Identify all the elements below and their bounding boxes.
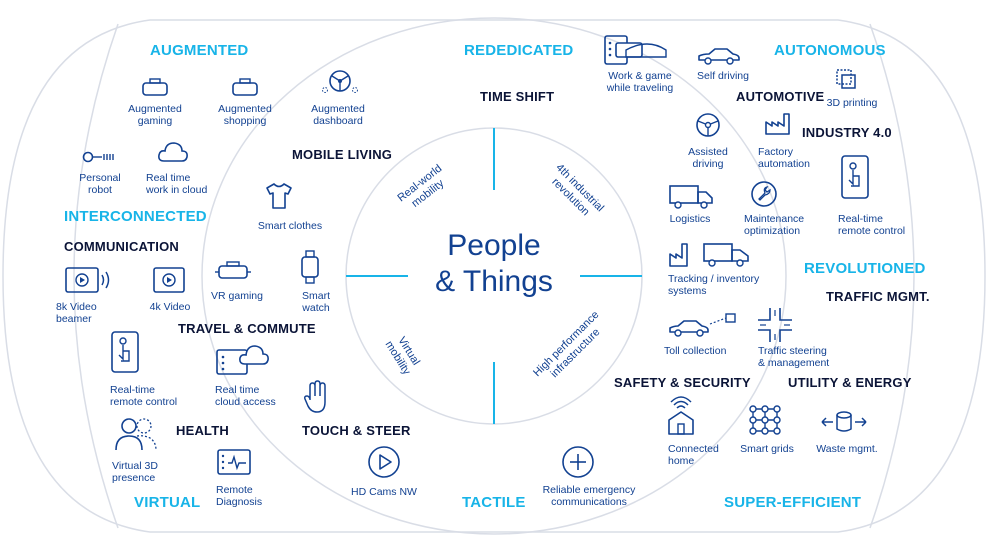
label-virtual-presence: Virtual 3D presence	[112, 460, 158, 485]
3d-printing-icon	[835, 68, 857, 90]
steering-wheel-icon	[695, 112, 721, 138]
label-8k-video: 8k Video beamer	[56, 301, 97, 326]
subcategory-automotive: AUTOMOTIVE	[736, 89, 825, 104]
subcategory-touch: TOUCH & STEER	[302, 423, 411, 438]
label-cloud-access: Real time cloud access	[215, 384, 276, 409]
subcategory-travel: TRAVEL & COMMUTE	[178, 321, 316, 336]
label-remote-control-right: Real-time remote control	[838, 213, 906, 238]
label-3d-printing: 3D printing	[826, 97, 878, 109]
label-remote-control-left: Real-time remote control	[110, 384, 178, 409]
label-self-driving: Self driving	[697, 70, 749, 82]
label-work-game: Work & game while traveling	[606, 70, 674, 95]
subcategory-mobile-living: MOBILE LIVING	[292, 147, 393, 162]
center-title-line1: People	[447, 229, 541, 262]
label-cloud-work: Real time work in cloud	[146, 172, 208, 197]
video-screen-icon	[152, 266, 186, 294]
hand-icon	[304, 380, 330, 414]
remote-control-icon	[110, 330, 140, 374]
smart-watch-icon	[300, 250, 320, 284]
crossroads-icon	[756, 306, 794, 344]
vr-headset-icon	[231, 78, 259, 98]
label-augmented-dashboard: Augmented dashboard	[311, 103, 365, 128]
subcategory-industry: INDUSTRY 4.0	[802, 125, 892, 140]
subcategory-utility: UTILITY & ENERGY	[788, 375, 912, 390]
category-revolutioned: REVOLUTIONED	[804, 260, 926, 277]
wrench-icon	[750, 180, 778, 208]
factory-icon	[764, 112, 792, 136]
video-beamer-icon	[64, 266, 114, 294]
cloud-icon	[157, 140, 189, 164]
center-title: People & Things	[410, 228, 578, 300]
waste-icon	[820, 410, 868, 434]
car-sensor-icon	[668, 312, 738, 338]
tablet-heartbeat-icon	[216, 448, 252, 476]
label-tracking: Tracking / inventory systems	[668, 273, 760, 298]
category-super-efficient: SUPER-EFFICIENT	[724, 494, 862, 511]
label-augmented-gaming: Augmented gaming	[128, 103, 182, 128]
connected-home-icon	[666, 392, 696, 436]
center-title-line2: & Things	[435, 265, 553, 298]
right-arc-outer	[869, 23, 915, 529]
label-maintenance: Maintenance optimization	[744, 213, 805, 238]
category-tactile: TACTILE	[462, 494, 526, 511]
virtual-presence-icon	[114, 416, 160, 452]
factory-truck-icon	[668, 240, 752, 268]
category-autonomous: AUTONOMOUS	[774, 42, 886, 59]
label-4k-video: 4k Video	[149, 301, 191, 313]
subcategory-time-shift: TIME SHIFT	[480, 89, 555, 104]
steering-wheel-icon	[322, 68, 358, 98]
label-personal-robot: Personal robot	[79, 172, 121, 197]
subcategory-communication: COMMUNICATION	[64, 239, 180, 254]
outer-shape	[2, 19, 986, 533]
middle-ring	[201, 17, 787, 535]
remote-control-icon	[840, 154, 870, 200]
car-icon	[697, 47, 741, 65]
label-smart-grids: Smart grids	[740, 443, 794, 455]
t-shirt-icon	[264, 182, 294, 210]
label-logistics: Logistics	[669, 213, 711, 225]
subcategory-traffic: TRAFFIC MGMT.	[826, 289, 930, 304]
category-interconnected: INTERCONNECTED	[64, 208, 207, 225]
label-connected-home: Connected home	[668, 443, 719, 468]
label-augmented-shopping: Augmented shopping	[218, 103, 272, 128]
category-rededicated: REDEDICATED	[464, 42, 574, 59]
play-icon	[366, 444, 402, 480]
vr-headset-icon	[141, 78, 169, 98]
label-emergency: Reliable emergency communications	[542, 484, 636, 509]
label-vr-gaming: VR gaming	[211, 290, 263, 302]
label-smart-watch: Smart watch	[301, 290, 330, 315]
label-assisted-driving: Assisted driving	[688, 146, 728, 171]
category-augmented: AUGMENTED	[150, 42, 249, 59]
label-hd-cams: HD Cams NW	[351, 486, 417, 498]
subcategory-health: HEALTH	[176, 423, 229, 438]
label-smart-clothes: Smart clothes	[257, 220, 323, 232]
left-arc-outer	[73, 23, 119, 529]
tablet-car-icon	[604, 35, 668, 65]
label-factory-automation: Factory automation	[758, 146, 810, 171]
tablet-cloud-icon	[215, 342, 271, 376]
truck-icon	[668, 184, 714, 210]
plus-circle-icon	[560, 444, 596, 480]
category-virtual: VIRTUAL	[134, 494, 201, 511]
label-toll-collection: Toll collection	[664, 345, 727, 357]
vr-headset-icon	[215, 260, 253, 282]
subcategory-safety: SAFETY & SECURITY	[614, 375, 751, 390]
label-traffic-steering: Traffic steering & management	[758, 345, 830, 370]
smart-grid-icon	[748, 404, 782, 436]
label-waste: Waste mgmt.	[816, 443, 878, 455]
robot-icon	[82, 150, 118, 164]
label-remote-diagnosis: Remote Diagnosis	[216, 484, 263, 509]
